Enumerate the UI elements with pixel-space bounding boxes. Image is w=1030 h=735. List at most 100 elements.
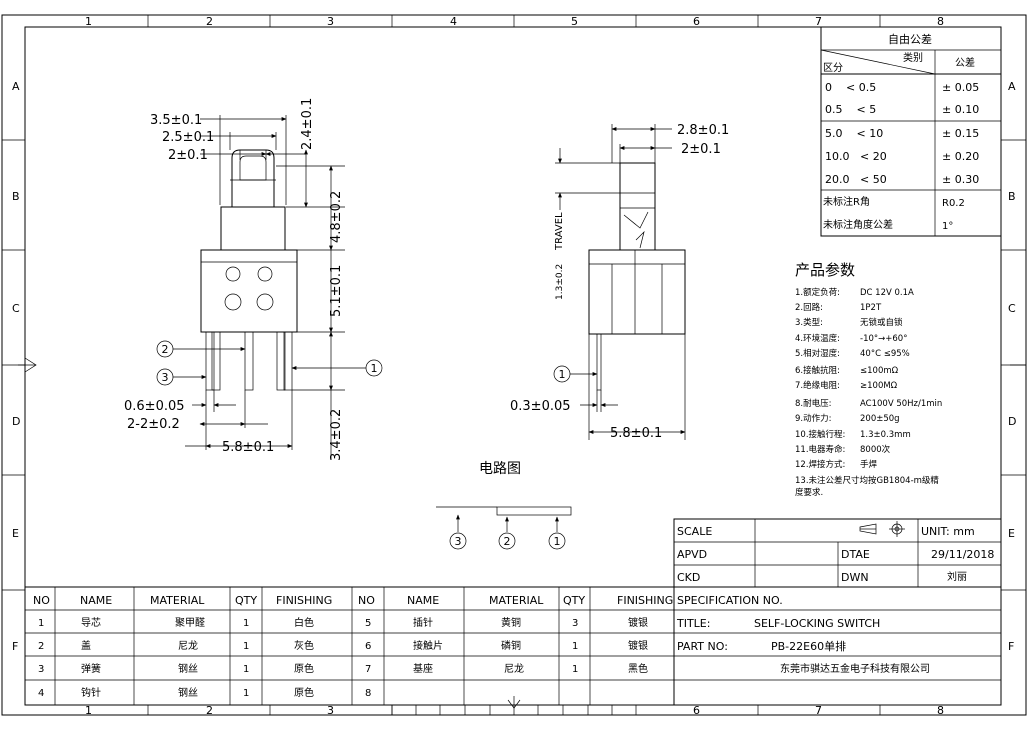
param-value: AC100V 50Hz/1min — [860, 399, 942, 409]
bom-name: 插针 — [413, 616, 433, 629]
dim-label: 5.8±0.1 — [610, 426, 662, 441]
circuit-callout: 1 — [554, 535, 561, 548]
row-label: D — [1008, 415, 1016, 428]
bom-no: 5 — [365, 618, 371, 629]
dim-label: 2.8±0.1 — [677, 123, 729, 138]
bom-header-no: NO — [33, 594, 50, 607]
bom-qty: 1 — [243, 618, 249, 629]
company-name: 东莞市骐达五金电子科技有限公司 — [780, 662, 930, 675]
param-note: 度要求. — [795, 487, 823, 498]
bom-header-finishing: FINISHING — [276, 594, 332, 607]
bom-name: 导芯 — [81, 616, 101, 629]
param-value: 8000次 — [860, 444, 891, 455]
param-label: 4.环境温度: — [795, 333, 840, 344]
unit-label: UNIT: mm — [921, 525, 975, 538]
dim-label: 2.5±0.1 — [162, 130, 214, 145]
tol-value: ± 0.10 — [942, 103, 979, 116]
circuit-callout: 3 — [455, 535, 462, 548]
bom-no: 6 — [365, 641, 371, 652]
bom-finishing: 黑色 — [628, 662, 648, 675]
col-label: 6 — [693, 704, 700, 717]
product-params: 产品参数 1.额定负荷: DC 12V 0.1A 2.回路: 1P2T 3.类型… — [795, 261, 942, 498]
bom-header-finishing: FINISHING — [617, 594, 673, 607]
param-label: 5.相对湿度: — [795, 348, 840, 359]
dim-label: 0.3±0.05 — [510, 399, 571, 414]
dim-label: 4.8±0.2 — [329, 191, 344, 243]
bom-no: 8 — [365, 688, 371, 699]
col-label: 8 — [937, 704, 944, 717]
bom-material: 钢丝 — [178, 662, 198, 675]
title-value: SELF-LOCKING SWITCH — [754, 617, 880, 630]
tolerance-header-section: 区分 — [823, 62, 843, 74]
part-value: PB-22E60单排 — [771, 639, 846, 653]
title-block: SCALE UNIT: mm APVD DTAE 29/11/2018 CKD … — [673, 518, 1002, 705]
tolerance-header-category: 类别 — [903, 51, 923, 64]
col-label: 7 — [815, 15, 822, 28]
param-value: 1P2T — [860, 303, 882, 313]
tol-range: 未标注R角 — [823, 195, 870, 208]
bom-finishing: 镀银 — [628, 616, 648, 629]
row-label: E — [1008, 527, 1015, 540]
param-label: 3.类型: — [795, 317, 823, 328]
dim-label: 0.6±0.05 — [124, 399, 185, 414]
row-label: C — [1008, 302, 1016, 315]
callout-2: 2 — [162, 343, 169, 356]
row-label: A — [1008, 80, 1016, 93]
title-label: TITLE: — [676, 617, 710, 630]
param-value: ≥100MΩ — [860, 381, 898, 391]
dwn-value: 刘丽 — [947, 571, 967, 583]
col-label: 5 — [571, 15, 578, 28]
col-label: 6 — [693, 15, 700, 28]
bom-finishing: 原色 — [294, 662, 314, 675]
bom-header-material: MATERIAL — [150, 594, 205, 607]
bom-qty: 1 — [243, 641, 249, 652]
row-label: B — [12, 190, 20, 203]
bom-table: NO NAME MATERIAL QTY FINISHING NO NAME M… — [25, 586, 1001, 705]
param-label: 7.绝缘电阻: — [795, 380, 840, 391]
projection-icon — [859, 521, 905, 537]
param-value: 无锁或自锁 — [860, 317, 903, 328]
zone-labels: 1 2 3 4 5 6 7 8 1 2 3 6 7 8 A B C D E F … — [12, 15, 1016, 717]
param-value: 40°C ≤95% — [860, 349, 910, 359]
bom-no: 7 — [365, 664, 371, 675]
left-view: 3.5±0.1 2.5±0.1 2±0.1 2.4±0.1 4.8±0.2 5.… — [124, 98, 383, 461]
bom-material: 尼龙 — [504, 662, 524, 675]
param-value: ≤100mΩ — [860, 366, 899, 376]
bom-material: 磷铜 — [501, 639, 521, 652]
bom-qty: 3 — [572, 618, 578, 629]
tol-value: R0.2 — [942, 198, 965, 209]
tolerance-table: 自由公差 类别 区分 公差 0 < 0.5 ± 0.05 0.5 < 5 ± 0… — [820, 26, 1002, 237]
bom-finishing: 镀银 — [628, 639, 648, 652]
dim-label: 3.5±0.1 — [150, 113, 202, 128]
tol-range: 20.0 < 50 — [825, 173, 887, 186]
bom-qty: 1 — [572, 664, 578, 675]
bom-material: 钢丝 — [178, 686, 198, 699]
row-label: F — [12, 640, 18, 653]
col-label: 1 — [85, 704, 92, 717]
param-label: 11.电器寿命: — [795, 444, 845, 455]
dim-label: 2-2±0.2 — [127, 417, 180, 432]
bom-name: 盖 — [81, 639, 91, 652]
bom-header-qty: QTY — [563, 594, 585, 607]
callout-1: 1 — [559, 368, 566, 381]
tol-range: 未标注角度公差 — [823, 218, 893, 231]
bom-finishing: 原色 — [294, 686, 314, 699]
row-label: D — [12, 415, 20, 428]
col-label: 8 — [937, 15, 944, 28]
param-label: 12.焊接方式: — [795, 459, 845, 470]
dim-label: 2±0.1 — [168, 148, 208, 163]
bom-header-material: MATERIAL — [489, 594, 544, 607]
circuit-title: 电路图 — [479, 461, 521, 477]
date-value: 29/11/2018 — [931, 548, 994, 561]
circuit-callout: 2 — [504, 535, 511, 548]
param-label: 6.接触抗阻: — [795, 365, 840, 376]
params-title: 产品参数 — [795, 261, 855, 279]
bom-no: 4 — [38, 688, 44, 699]
bom-qty: 1 — [572, 641, 578, 652]
tol-value: ± 0.20 — [942, 150, 979, 163]
part-label: PART NO: — [677, 640, 728, 653]
bom-name: 弹簧 — [81, 662, 101, 675]
col-label: 1 — [85, 15, 92, 28]
row-label: E — [12, 527, 19, 540]
bom-header-no: NO — [358, 594, 375, 607]
